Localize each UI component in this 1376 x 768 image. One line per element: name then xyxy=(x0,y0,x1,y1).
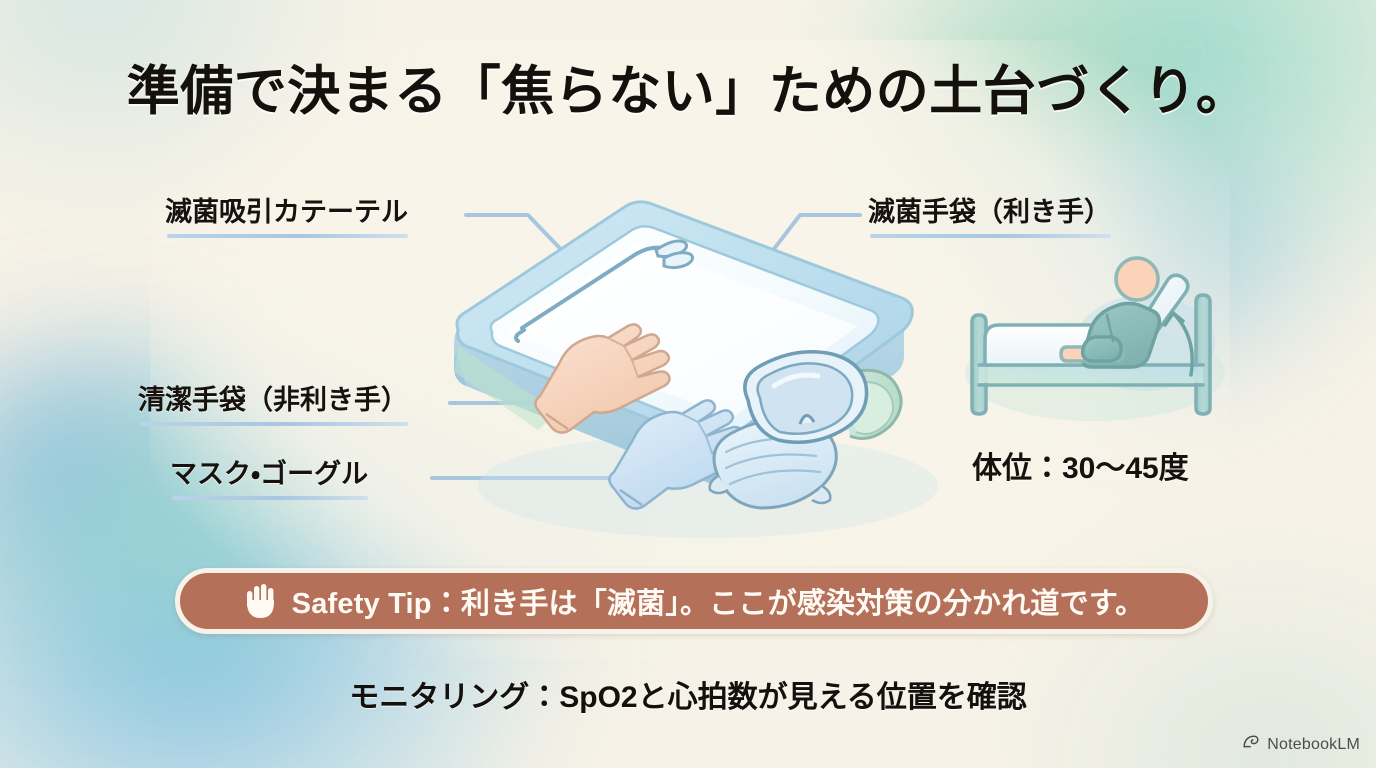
bed-frame xyxy=(970,293,1212,416)
notebooklm-icon xyxy=(1242,733,1260,756)
patient xyxy=(1059,256,1162,369)
safety-goggles xyxy=(743,350,903,444)
elevation-arrow xyxy=(1163,311,1194,377)
watermark-label: NotebookLM xyxy=(1267,735,1360,753)
label-clean-glove: 清潔手袋（非利き手） xyxy=(138,378,408,426)
sterile-glove-peach xyxy=(534,323,671,434)
patient-position-text: 体位：30〜45度 xyxy=(972,452,1189,485)
safety-tip-banner: Safety Tip：利き手は「滅菌」。ここが感染対策の分かれ道です。 xyxy=(175,568,1213,634)
clean-glove-blue xyxy=(608,399,745,510)
patient-bed-illustration xyxy=(965,256,1225,421)
label-mask-goggles: マスク・ゴーグル xyxy=(170,452,369,500)
monitoring-note: モニタリング：SpO2と心拍数が見える位置を確認 xyxy=(349,681,1027,714)
watermark: NotebookLM xyxy=(1242,733,1360,756)
page-title: 準備で決まる「焦らない」ための土台づくり。 xyxy=(126,62,1250,121)
safety-tip-text: Safety Tip：利き手は「滅菌」。ここが感染対策の分かれ道です。 xyxy=(291,588,1145,620)
raised-hand-icon xyxy=(244,582,278,620)
suction-catheter xyxy=(514,239,695,343)
label-sterile-glove: 滅菌手袋（利き手） xyxy=(868,190,1111,238)
label-sterile-suction-catheter: 滅菌吸引カテーテル xyxy=(165,190,408,238)
sterile-tray-illustration xyxy=(454,200,938,538)
